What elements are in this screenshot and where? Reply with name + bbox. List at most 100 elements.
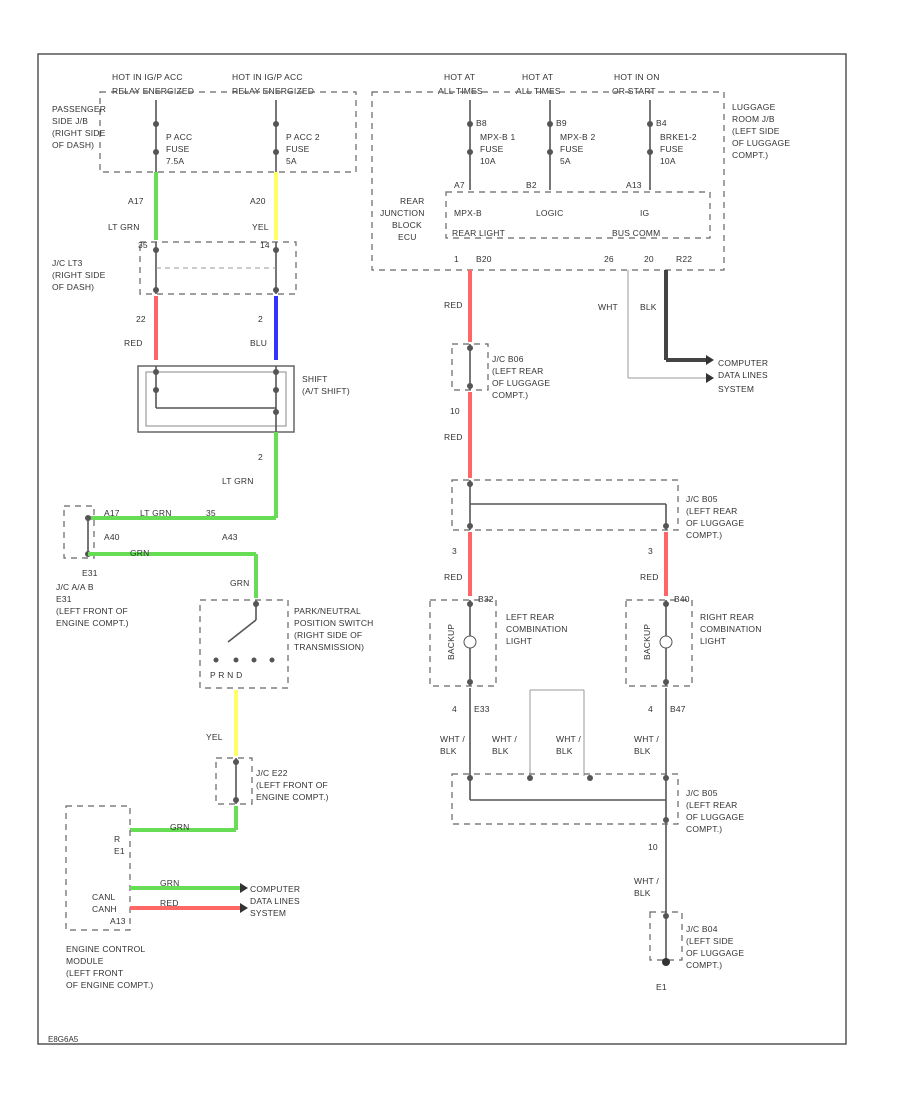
diagram-label: HOT AT bbox=[522, 72, 553, 82]
diagram-label: OR START bbox=[612, 86, 656, 96]
diagram-label: LT GRN bbox=[140, 508, 172, 518]
diagram-label: DATA LINES bbox=[718, 370, 768, 380]
diagram-label: A20 bbox=[250, 196, 266, 206]
diagram-label: ALL TIMES bbox=[438, 86, 483, 96]
diagram-label: 3 bbox=[452, 546, 457, 556]
diagram-label: B40 bbox=[674, 594, 690, 604]
diagram-label: E33 bbox=[474, 704, 490, 714]
diagram-label: OF DASH) bbox=[52, 140, 94, 150]
diagram-label: BLK bbox=[634, 746, 651, 756]
diagram-label: 22 bbox=[136, 314, 146, 324]
diagram-label: FUSE bbox=[166, 144, 190, 154]
diagram-label: CANH bbox=[92, 904, 117, 914]
diagram-label: A7 bbox=[454, 180, 465, 190]
diagram-label: (LEFT FRONT OF bbox=[56, 606, 128, 616]
diagram-label: 10A bbox=[480, 156, 496, 166]
diagram-label: LUGGAGE bbox=[732, 102, 776, 112]
diagram-label: ENGINE COMPT.) bbox=[256, 792, 329, 802]
diagram-label: WHT / bbox=[492, 734, 517, 744]
diagram-label: COMPT.) bbox=[686, 960, 722, 970]
diagram-label: HOT IN IG/P ACC bbox=[232, 72, 303, 82]
diagram-label: SYSTEM bbox=[718, 384, 754, 394]
diagram-label: WHT / bbox=[440, 734, 465, 744]
diagram-label: MPX-B bbox=[454, 208, 482, 218]
diagram-label: YEL bbox=[206, 732, 223, 742]
diagram-label: 4 bbox=[648, 704, 653, 714]
diagram-label: MPX-B 1 bbox=[480, 132, 515, 142]
diagram-label: CANL bbox=[92, 892, 116, 902]
diagram-label: RED bbox=[444, 432, 463, 442]
diagram-label: BLOCK bbox=[392, 220, 422, 230]
diagram-label: ALL TIMES bbox=[516, 86, 561, 96]
diagram-label: B47 bbox=[670, 704, 686, 714]
diagram-label: OF ENGINE COMPT.) bbox=[66, 980, 153, 990]
diagram-label: 5A bbox=[286, 156, 297, 166]
diagram-label: BACKUP bbox=[642, 624, 652, 660]
diagram-label: COMPT.) bbox=[732, 150, 768, 160]
diagram-label: BLK bbox=[640, 302, 657, 312]
diagram-label: REAR LIGHT bbox=[452, 228, 505, 238]
diagram-label: B9 bbox=[556, 118, 567, 128]
diagram-label: LEFT REAR bbox=[506, 612, 554, 622]
passenger-side-jb: PASSENGER SIDE J/B (RIGHT SIDE OF DASH) … bbox=[52, 91, 357, 173]
diagram-label: 4 bbox=[452, 704, 457, 714]
diagram-label: A40 bbox=[104, 532, 120, 542]
diagram-label: P ACC 2 bbox=[286, 132, 320, 142]
diagram-label: RELAY ENERGIZED bbox=[112, 86, 194, 96]
diagram-label: E1 bbox=[114, 846, 125, 856]
diagram-label: B32 bbox=[478, 594, 494, 604]
diagram-label: J/C B04 bbox=[686, 924, 718, 934]
diagram-label: B8 bbox=[476, 118, 487, 128]
diagram-label: COMBINATION bbox=[506, 624, 568, 634]
diagram-label: J/C B05 bbox=[686, 494, 718, 504]
diagram-label: OF LUGGAGE bbox=[492, 378, 550, 388]
diagram-label: BLK bbox=[634, 888, 651, 898]
diagram-label: B2 bbox=[526, 180, 537, 190]
diagram-label: RELAY ENERGIZED bbox=[232, 86, 314, 96]
diagram-label: B20 bbox=[476, 254, 492, 264]
left-column-circuit: A17 LT GRN A20 YEL 35 14 J/C LT3 (RIGHT … bbox=[52, 172, 373, 990]
diagram-label: OF LUGGAGE bbox=[686, 948, 744, 958]
diagram-label: J/C B05 bbox=[686, 788, 718, 798]
diagram-label: (LEFT REAR bbox=[492, 366, 543, 376]
diagram-label: RIGHT REAR bbox=[700, 612, 754, 622]
diagram-label: 10 bbox=[450, 406, 460, 416]
diagram-label: LOGIC bbox=[536, 208, 563, 218]
diagram-label: BLU bbox=[250, 338, 267, 348]
diagram-label: ROOM J/B bbox=[732, 114, 775, 124]
diagram-label: PARK/NEUTRAL bbox=[294, 606, 361, 616]
diagram-label: FUSE bbox=[286, 144, 310, 154]
diagram-label: 5A bbox=[560, 156, 571, 166]
diagram-label: COMPUTER bbox=[718, 358, 768, 368]
diagram-label: OF DASH) bbox=[52, 282, 94, 292]
power-labels: HOT IN IG/P ACC RELAY ENERGIZED HOT IN I… bbox=[112, 72, 659, 96]
diagram-label: RED bbox=[444, 300, 463, 310]
diagram-label: A17 bbox=[104, 508, 120, 518]
diagram-label: RED bbox=[640, 572, 659, 582]
diagram-label: R22 bbox=[676, 254, 692, 264]
diagram-label: E31 bbox=[56, 594, 72, 604]
diagram-label: ECU bbox=[398, 232, 417, 242]
diagram-label: BLK bbox=[492, 746, 509, 756]
diagram-label: WHT / bbox=[556, 734, 581, 744]
diagram-label: 26 bbox=[604, 254, 614, 264]
diagram-label: LT GRN bbox=[108, 222, 140, 232]
diagram-label: WHT / bbox=[634, 734, 659, 744]
footer-code: E8G6A5 bbox=[48, 1035, 79, 1044]
diagram-label: A43 bbox=[222, 532, 238, 542]
diagram-label: GRN bbox=[230, 578, 250, 588]
diagram-frame bbox=[37, 53, 847, 1045]
diagram-label: BRKE1-2 bbox=[660, 132, 697, 142]
diagram-label: FUSE bbox=[660, 144, 684, 154]
diagram-label: J/C B06 bbox=[492, 354, 524, 364]
diagram-label: E31 bbox=[82, 568, 98, 578]
diagram-label: J/C A/A B bbox=[56, 582, 94, 592]
diagram-label: ENGINE COMPT.) bbox=[56, 618, 129, 628]
diagram-label: HOT AT bbox=[444, 72, 475, 82]
diagram-label: WHT bbox=[598, 302, 618, 312]
diagram-label: SHIFT bbox=[302, 374, 328, 384]
diagram-label: RED bbox=[160, 898, 179, 908]
diagram-label: COMPT.) bbox=[686, 530, 722, 540]
diagram-label: LIGHT bbox=[700, 636, 726, 646]
